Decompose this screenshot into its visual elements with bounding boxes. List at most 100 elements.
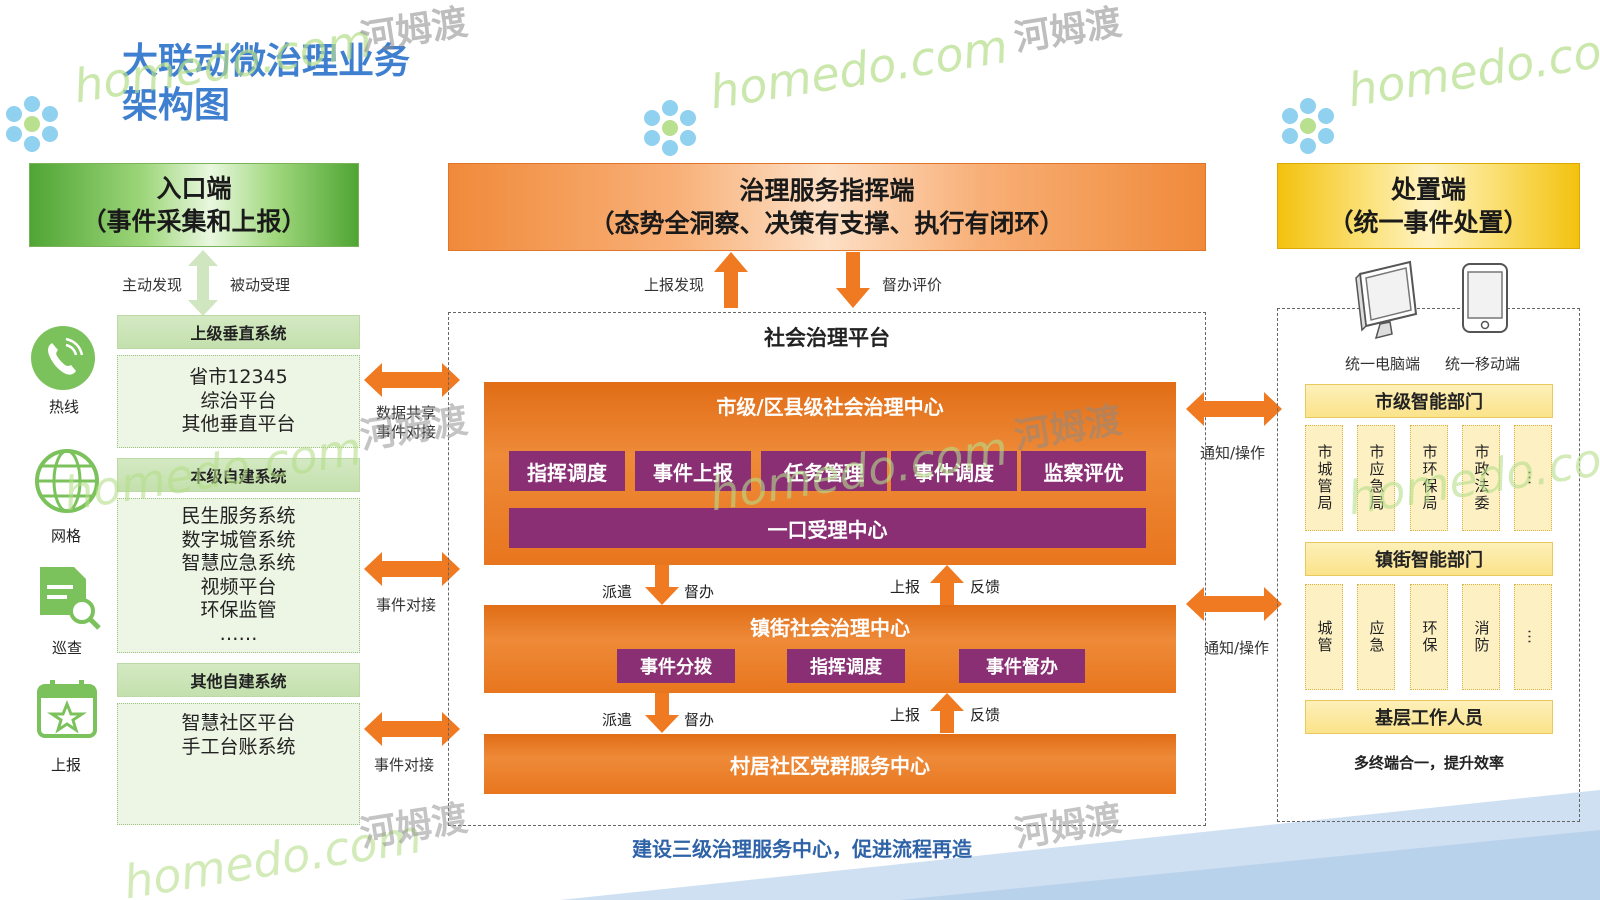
disposal-header-subtitle: （统一事件处置） [1328,208,1529,237]
module-event-supervision[interactable]: 事件督办 [959,649,1085,683]
report-up-arrow-2 [930,693,964,733]
channel-label-grid: 网格 [50,527,81,545]
list-item: 智慧社区平台 [181,712,296,734]
command-header-title: 治理服务指挥端 [739,176,915,205]
document-search-icon [40,567,101,630]
mobile-phone-icon [1462,263,1508,333]
disposal-summary: 多终端合一，提升效率 [1353,753,1504,772]
list-item: 综治平台 [200,389,277,412]
dept-town-emergency: 应急 [1357,584,1395,690]
module-task-management[interactable]: 任务管理 [761,451,887,491]
watermark-flower-icon [6,96,58,152]
other-systems-title: 其他自建系统 [117,663,360,697]
other-systems-list: 智慧社区平台 手工台账系统 [117,703,360,825]
calendar-star-icon [37,680,97,738]
dept-city-more: … [1514,425,1552,531]
mobile-terminal-label: 统一移动端 [1445,355,1521,373]
dept-town-environment: 环保 [1410,584,1448,690]
flow1-dispatch-label: 派遣 [602,583,633,601]
one-stop-acceptance-center[interactable]: 一口受理中心 [509,508,1146,548]
command-header-subtitle: （态势全洞察、决策有支撑、执行有闭环） [589,209,1065,238]
module-town-command-dispatch[interactable]: 指挥调度 [787,649,905,683]
passive-acceptance-label: 被动受理 [230,276,291,294]
entry-header-title: 入口端 [156,174,232,203]
up-report-label: 上报发现 [644,276,705,294]
down-supervise-label: 督办评价 [882,276,943,294]
page-title: 大联动微治理业务架构图 [122,41,411,126]
module-event-report[interactable]: 事件上报 [635,451,751,491]
platform-frame [448,312,1206,826]
dept-city-management: 市城管局 [1305,425,1343,531]
channel-label-report: 上报 [50,756,81,774]
grassroots-staff-title: 基层工作人员 [1305,700,1553,734]
disposal-header-title: 处置端 [1390,175,1466,204]
module-event-scheduling[interactable]: 事件调度 [891,451,1017,491]
report-up-arrow-1 [930,565,964,605]
town-center-title: 镇街社会治理中心 [750,615,910,640]
up-report-arrow [714,252,748,308]
list-item: 视频平台 [200,575,277,598]
flow2-dispatch-label: 派遣 [602,711,633,729]
entry-header: 入口端 （事件采集和上报） [29,163,359,247]
event-link-label-1: 事件对接 [376,596,437,614]
entry-double-arrow [188,250,218,316]
module-supervision-evaluation[interactable]: 监察评优 [1021,451,1146,491]
platform-title: 社会治理平台 [764,326,890,350]
flow1-report-label: 上报 [890,578,921,596]
dept-town-fire: 消防 [1462,584,1500,690]
dispatch-down-arrow-1 [645,565,679,605]
bottom-slogan: 建设三级治理服务中心，促进流程再造 [632,837,972,861]
watermark-flower-icon [1282,98,1334,154]
list-item: 数字城管系统 [181,528,296,551]
list-item: 手工台账系统 [181,735,296,758]
town-departments-title: 镇街智能部门 [1305,542,1553,576]
disposal-frame [1277,308,1580,822]
local-systems-title: 本级自建系统 [117,458,360,492]
module-command-dispatch[interactable]: 指挥调度 [509,451,625,491]
list-item: 省市12345 [189,366,288,389]
event-link-label-2: 事件对接 [374,756,435,774]
phone-icon [31,326,95,390]
dept-city-emergency: 市应急局 [1357,425,1395,531]
channel-label-hotline: 热线 [48,398,79,416]
local-systems-list: 民生服务系统 数字城管系统 智慧应急系统 视频平台 环保监管 …… [117,498,360,653]
upper-vertical-systems-title: 上级垂直系统 [117,315,360,349]
event-link-arrow-1 [364,552,460,586]
module-event-allocation[interactable]: 事件分拨 [617,649,735,683]
notify-label-1: 通知/操作 [1200,444,1266,462]
list-item: 环保监管 [200,599,277,621]
flow2-supervise-label: 督办 [684,711,715,729]
event-link-arrow-2 [364,712,460,746]
watermark-flower-icon [644,100,696,156]
active-discovery-label: 主动发现 [122,276,183,294]
list-item: 其他垂直平台 [181,413,296,436]
flow2-report-label: 上报 [890,706,921,724]
notify-arrow-2 [1186,587,1282,621]
data-share-arrow [364,363,460,397]
notify-label-2: 通知/操作 [1204,639,1270,657]
data-share-label: 数据共享 事件对接 [376,404,437,441]
flow2-feedback-label: 反馈 [970,706,1001,724]
command-header: 治理服务指挥端 （态势全洞察、决策有支撑、执行有闭环） [448,163,1206,251]
dept-town-more: … [1514,584,1552,690]
dept-city-legal-affairs: 市政法委 [1462,425,1500,531]
globe-icon [35,449,99,513]
list-item: 智慧应急系统 [181,552,296,574]
city-departments-title: 市级智能部门 [1305,384,1553,418]
list-item: 民生服务系统 [181,505,296,527]
down-supervise-arrow [836,252,870,308]
dispatch-down-arrow-2 [645,693,679,733]
desktop-computer-icon [1355,260,1418,340]
pc-terminal-label: 统一电脑端 [1345,355,1421,373]
city-center-title: 市级/区县级社会治理中心 [716,394,944,419]
village-community-center: 村居社区党群服务中心 [484,734,1176,794]
channel-label-patrol: 巡查 [51,639,82,657]
flow1-supervise-label: 督办 [684,583,715,601]
entry-header-subtitle: （事件采集和上报） [81,207,307,236]
dept-town-management: 城管 [1305,584,1343,690]
notify-arrow-1 [1186,392,1282,426]
flow1-feedback-label: 反馈 [970,578,1001,596]
list-item: …… [219,622,258,645]
upper-vertical-systems-list: 省市12345 综治平台 其他垂直平台 [117,355,360,448]
